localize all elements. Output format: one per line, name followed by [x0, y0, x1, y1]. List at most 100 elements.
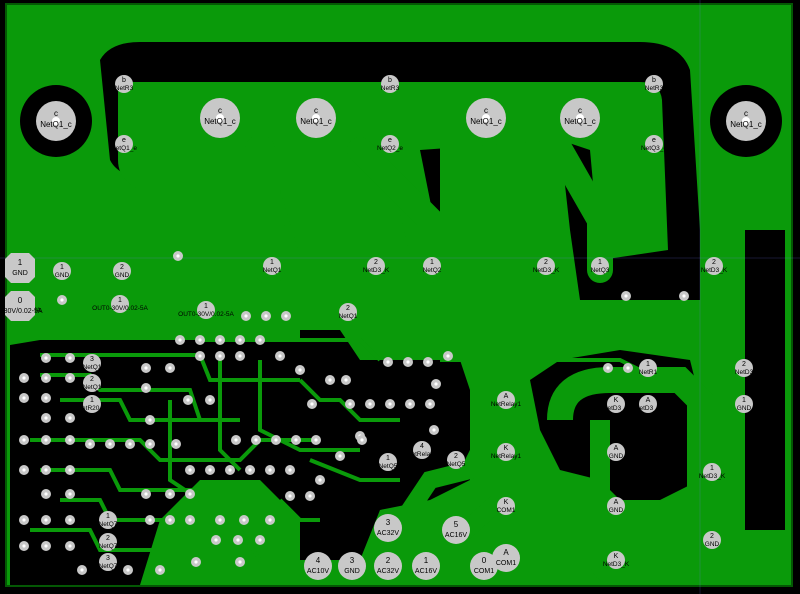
pad-shape	[645, 135, 663, 153]
pad-shape	[379, 453, 397, 471]
pad-shape	[5, 253, 35, 283]
via-hole	[60, 298, 64, 302]
pad-net-label: NetQ3_e	[641, 145, 667, 152]
pad-pin-label: 1	[270, 259, 274, 266]
pad-pin-label: K	[614, 553, 619, 560]
octagon-pad[interactable]: 00-30V/0.02-5A	[0, 291, 43, 321]
drill-hole	[576, 114, 584, 122]
via-hole	[242, 518, 246, 522]
pad-shape	[412, 552, 440, 580]
pad-pin-label: c	[314, 106, 318, 115]
via-hole	[406, 360, 410, 364]
pad-net-label: OUT0-30V/0.02-5A	[178, 311, 234, 318]
via-hole	[208, 398, 212, 402]
via-hole	[298, 368, 302, 372]
via-hole	[274, 438, 278, 442]
pad-shape	[442, 516, 470, 544]
via-hole	[218, 354, 222, 358]
pad-net-label: GND	[705, 541, 720, 548]
pad-net-label: NetD3_K	[635, 405, 662, 412]
pad-pin-label: b	[652, 77, 656, 84]
pad-pin-label: 1	[710, 465, 714, 472]
pad-shape	[497, 391, 515, 409]
pad-pin-label: 2	[454, 453, 458, 460]
pad-pin-label: 1	[118, 297, 122, 304]
pad-pin-label: 1	[90, 397, 94, 404]
pad-net-label: AC16V	[445, 532, 468, 539]
via-hole	[426, 360, 430, 364]
pad-net-label: NetQ2_e	[377, 145, 403, 152]
pad-shape	[381, 135, 399, 153]
via-hole	[268, 468, 272, 472]
pad-pin-label: 3	[106, 555, 110, 562]
trace-diag-2	[547, 137, 613, 283]
pad-pin-label: 1	[424, 556, 429, 565]
pad-pin-label: c	[54, 109, 58, 118]
trace-loop-right-low	[590, 420, 730, 585]
via-hole	[68, 416, 72, 420]
via-hole	[144, 386, 148, 390]
pad-shape	[639, 359, 657, 377]
connector-pads[interactable]: 4AC10V3GND2AC32V3AC32V1AC16V5AC16V0COM1A…	[304, 514, 520, 580]
